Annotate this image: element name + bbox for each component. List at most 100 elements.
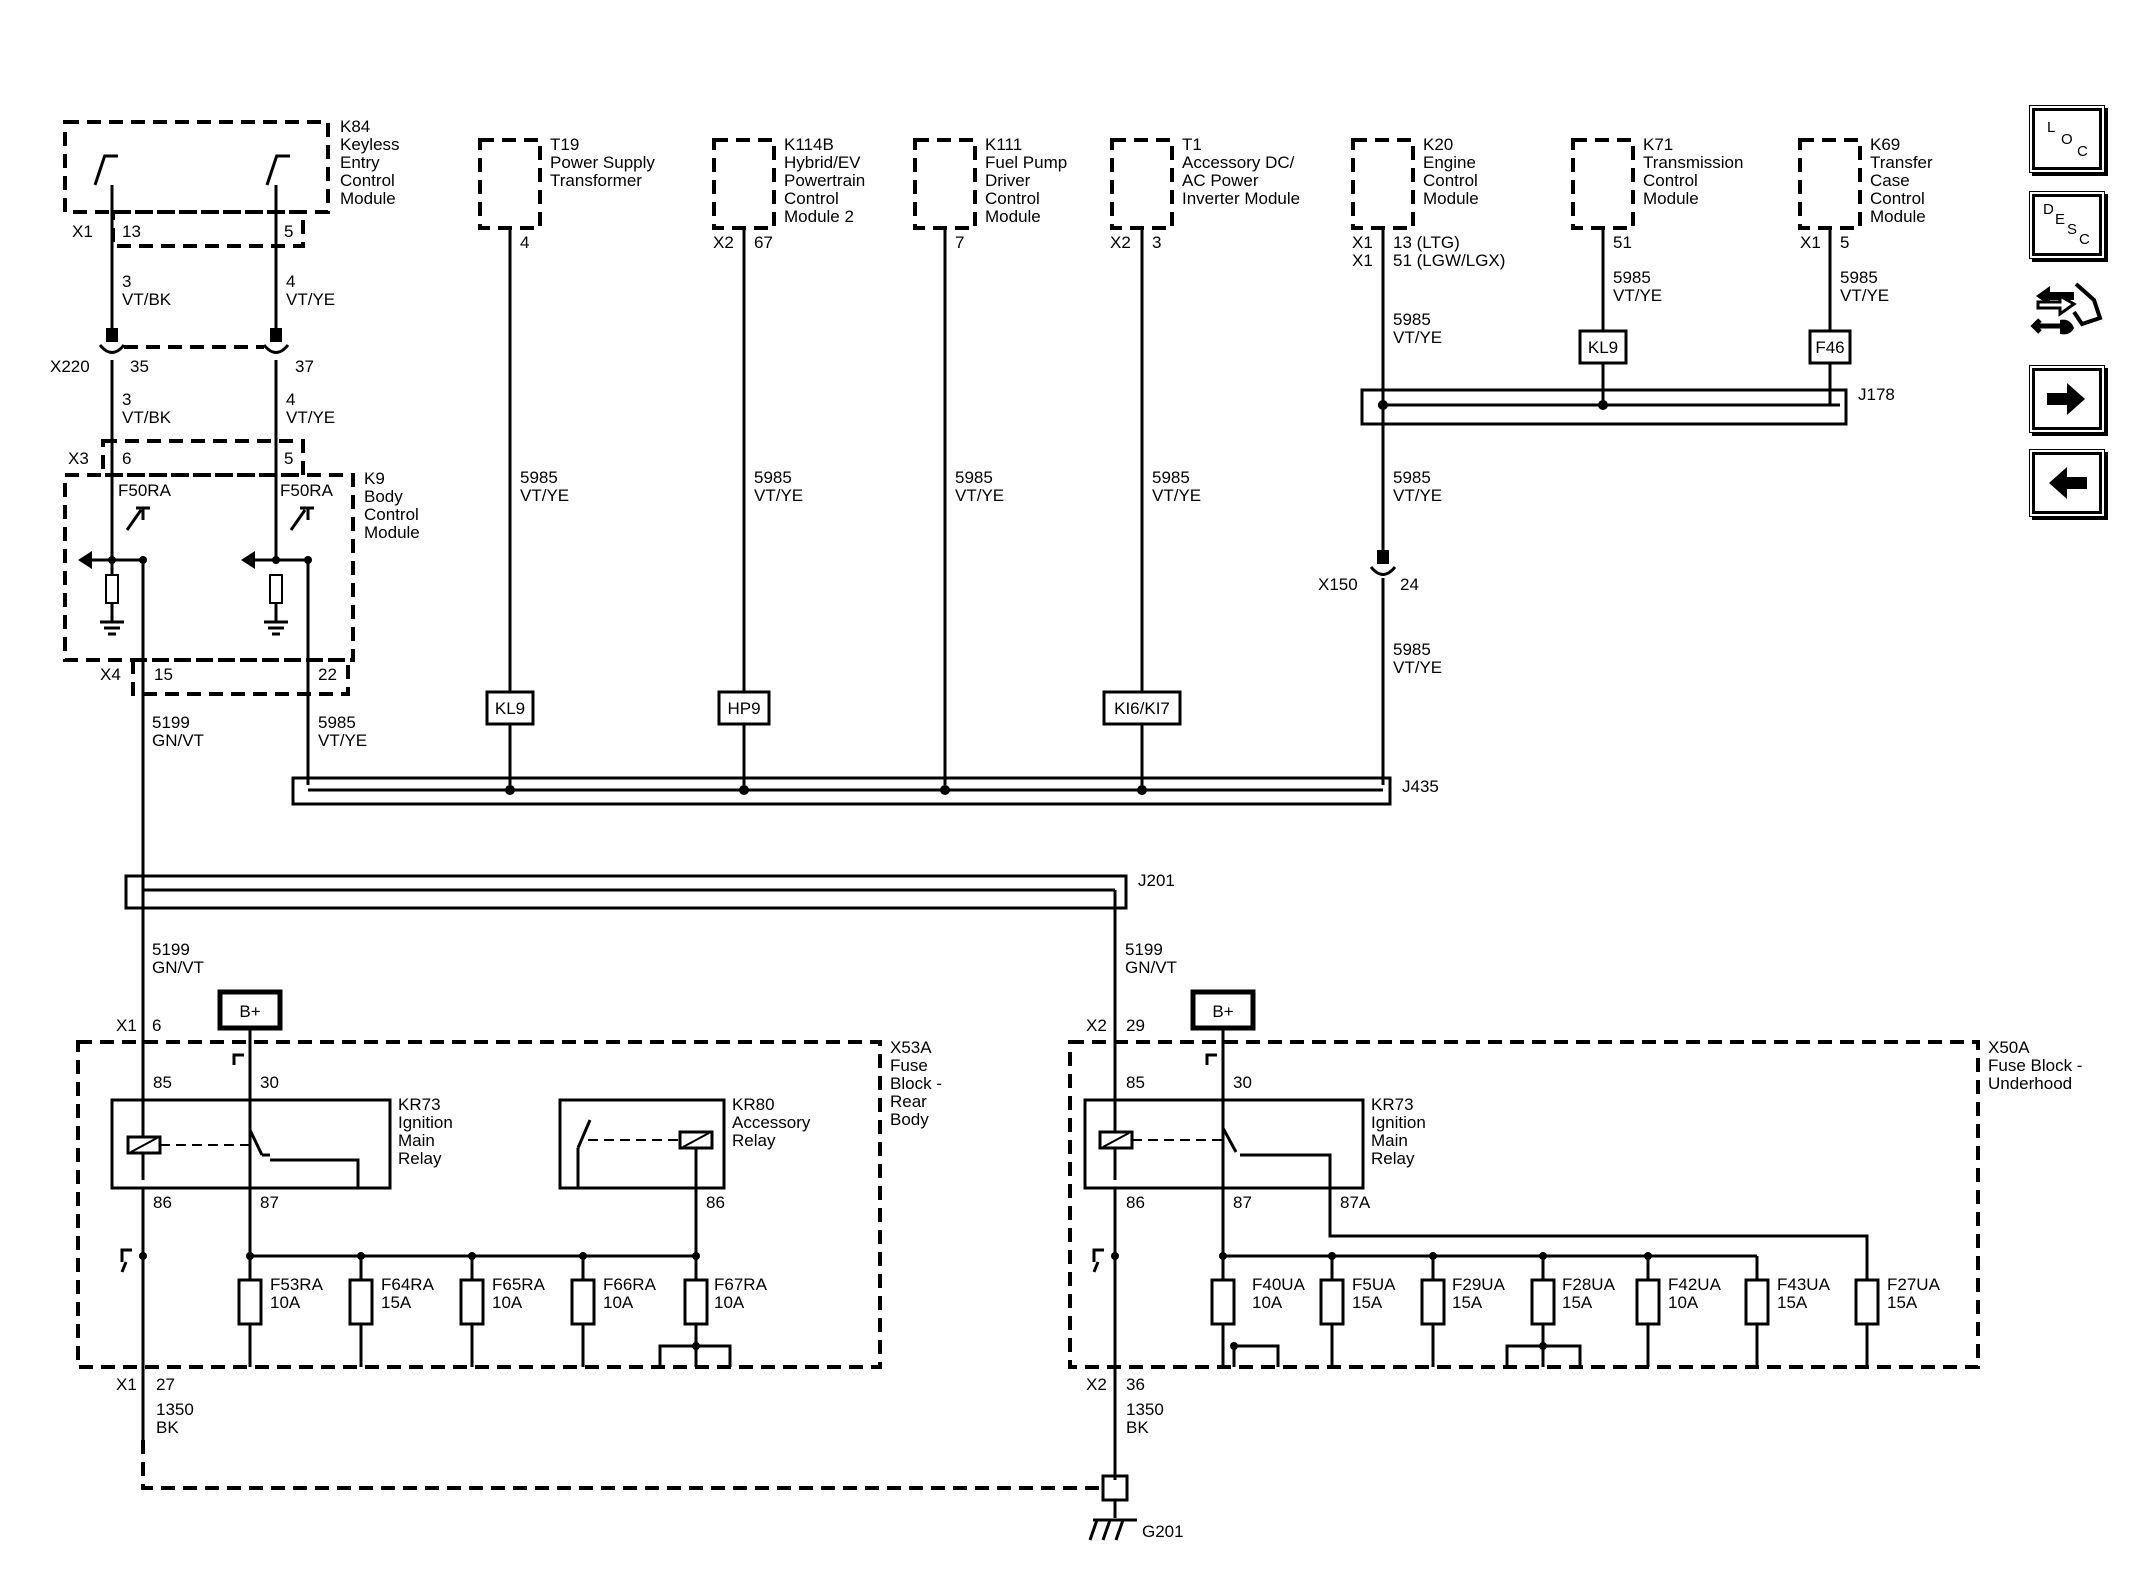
k114b-id: K114B [784,135,834,154]
prev-button[interactable] [2029,449,2105,517]
k20-conn: X1 [1352,233,1373,252]
k84-conn: X1 [72,222,93,241]
k111-line: Module [985,207,1041,226]
k84-line: Control [340,171,395,190]
fuse-id: F65RA [492,1275,546,1294]
desc-button[interactable]: D E S C [2029,191,2105,259]
g201-label: G201 [1142,1522,1184,1541]
k9-fuse-b: F50RA [280,481,334,500]
t1-module: T1 Accessory DC/ AC Power Inverter Modul… [1110,135,1300,252]
k69-line: Transfer [1870,153,1933,172]
kr80-id: KR80 [732,1095,775,1114]
x150-pin: 24 [1400,575,1419,594]
ground-g201: G201 [141,1440,1184,1541]
fuse-f64ra: F64RA 15A [348,1256,435,1367]
wire-5985-label: 5985 [318,713,356,732]
fuse-rating: 15A [1352,1293,1383,1312]
t1-pin: 3 [1152,233,1161,252]
connector-repair-icon[interactable] [2030,278,2104,340]
t1-conn: X2 [1110,233,1131,252]
wire-vtye-label: VT/YE [1613,286,1662,305]
wire-gnvt-label: GN/VT [1125,958,1177,977]
k69-id: K69 [1870,135,1900,154]
k9-line: Control [364,505,419,524]
kr73-line: Relay [1371,1149,1415,1168]
loc-letter: L [2047,119,2056,136]
k111-line: Driver [985,171,1031,190]
wire-5985-label: 5985 [1840,268,1878,287]
k84-pin-b: 5 [284,222,293,241]
loc-button[interactable]: L O C [2029,105,2105,173]
wire-5199-label: 5199 [1125,940,1163,959]
relay-pin-86: 86 [1126,1193,1145,1212]
k84-id: K84 [340,117,370,136]
k9-pin-d: 22 [318,665,337,684]
k20-pin-a: 13 (LTG) [1393,233,1460,252]
k9-id: K9 [364,469,385,488]
arrow-left-icon [2049,467,2087,499]
fuse-rating: 10A [1252,1293,1283,1312]
k9-pin-c: 15 [154,665,173,684]
next-button[interactable] [2029,365,2105,433]
j201-label: J201 [1138,871,1175,890]
x53a-line: Block - [890,1074,942,1093]
relay-pin-30: 30 [1233,1073,1252,1092]
x53a-line: Body [890,1110,929,1129]
tag-kl9: KL9 [485,690,535,726]
k71-pin: 51 [1613,233,1632,252]
splice-j435: J435 [291,776,1439,806]
kr80-line: Accessory [732,1113,811,1132]
wire-5199-label: 5199 [152,940,190,959]
fuse-f66ra: F66RA 10A [570,1256,657,1367]
k114b-line: Powertrain [784,171,865,190]
x220-pin-b: 37 [295,357,314,376]
tag-kl9-text: KL9 [1588,338,1618,357]
k111-line: Control [985,189,1040,208]
fuse-f27ua: F27UA 15A [1854,1275,1941,1326]
fuse-f42ua: F42UA 10A [1635,1256,1722,1367]
fuse-rating: 15A [1452,1293,1483,1312]
wire-4-label: 4 [286,390,295,409]
k9-fuse-a: F50RA [118,481,172,500]
desc-letter: C [2079,231,2090,248]
x50a-pin-top: 29 [1126,1016,1145,1035]
k71-id: K71 [1643,135,1673,154]
relay-pin-30: 30 [260,1073,279,1092]
x50a-line: Fuse Block - [1988,1056,2082,1075]
fuse-f65ra: F65RA 10A [459,1256,546,1367]
wire-vtye-label: VT/YE [286,408,335,427]
fuse-rating: 15A [1562,1293,1593,1312]
x53a-conn-bottom: X1 [116,1375,137,1394]
wire-vtye-label: VT/YE [754,486,803,505]
relay-pin-86: 86 [153,1193,172,1212]
fuse-f28ua: F28UA 15A [1505,1256,1616,1367]
fuse-id: F40UA [1252,1275,1306,1294]
t1-line: AC Power [1182,171,1259,190]
tag-f46-text: F46 [1815,338,1844,357]
tag-hp9: HP9 [717,690,771,726]
desc-letter: D [2043,201,2054,218]
kr80-line: Relay [732,1131,776,1150]
fuse-rating: 10A [603,1293,634,1312]
fuse-id: F67RA [714,1275,768,1294]
k111-line: Fuel Pump [985,153,1067,172]
fuse-f29ua: F29UA 15A [1420,1256,1506,1367]
k114b-conn: X2 [713,233,734,252]
k71-line: Transmission [1643,153,1743,172]
fuse-rating: 10A [714,1293,745,1312]
j178-label: J178 [1858,385,1895,404]
wire-5199-label: 5199 [152,713,190,732]
kr73-id: KR73 [1371,1095,1414,1114]
x53a-pin-bottom: 27 [156,1375,175,1394]
k84-line: Keyless [340,135,400,154]
fuse-id: F29UA [1452,1275,1506,1294]
t19-line: Power Supply [550,153,655,172]
fuse-f43ua: F43UA 15A [1744,1256,1831,1367]
wire-vtye-label: VT/YE [1393,658,1442,677]
k20-conn: X1 [1352,251,1373,270]
x53a-conn-top: X1 [116,1016,137,1035]
t1-id: T1 [1182,135,1202,154]
relay-pin-87: 87 [260,1193,279,1212]
fuse-rating: 15A [1777,1293,1808,1312]
